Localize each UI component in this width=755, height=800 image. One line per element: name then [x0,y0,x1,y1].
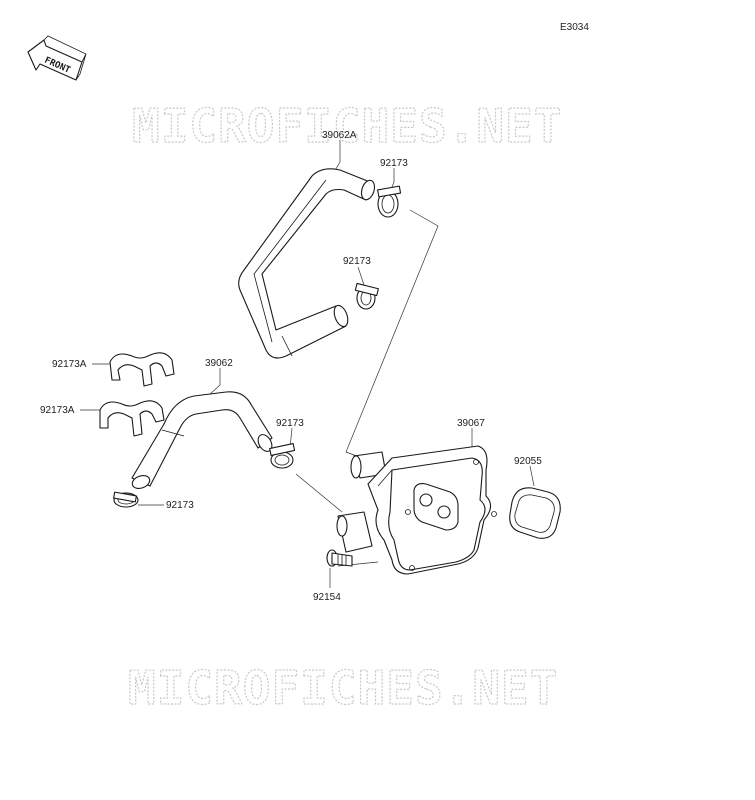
callout-92173-upper-top: 92173 [380,158,408,169]
clamp-lower-mid [269,443,296,469]
callout-92173-lower-left: 92173 [166,500,194,511]
clamp-lower-left [113,491,139,508]
oil-cooler-39067 [336,445,497,575]
hose-39062a [238,168,376,359]
callout-39067: 39067 [457,418,485,429]
callout-92173-lower-mid: 92173 [276,418,304,429]
callout-92173-upper-mid: 92173 [343,256,371,267]
clip-92173a-bottom [99,400,165,437]
watermark-bottom: MICROFICHES.NET [128,661,558,715]
watermark-top: MICROFICHES.NET [132,99,562,153]
callout-39062a: 39062A [322,130,357,141]
o-ring-92055 [509,487,561,539]
bolt-92154 [326,549,353,567]
diagram-code: E3034 [560,22,589,33]
clamp-upper-mid [354,282,379,310]
callout-92173a-top: 92173A [52,359,87,370]
callout-92055: 92055 [514,456,542,467]
hose-39062 [131,391,273,489]
callout-39062: 39062 [205,358,233,369]
callout-92154: 92154 [313,592,341,603]
callout-92173a-bottom: 92173A [40,405,75,416]
front-arrow-icon: FRONT [27,35,87,81]
clip-92173a-top [109,352,175,387]
clamp-upper-top [377,185,402,218]
